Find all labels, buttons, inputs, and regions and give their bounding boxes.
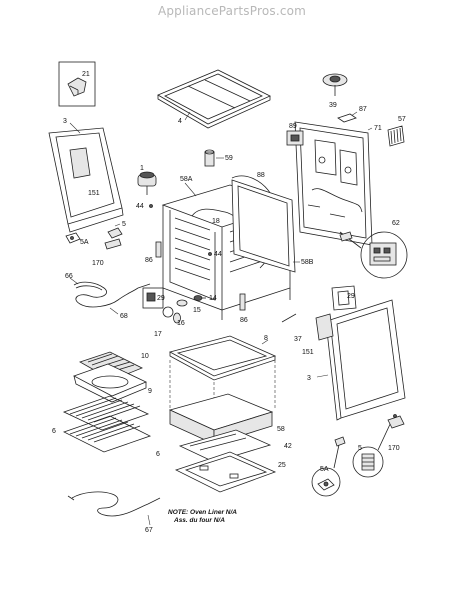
callout-58B: 58B [301, 259, 314, 266]
part-39-igniter [322, 73, 348, 96]
part-25-heat-shield [174, 451, 277, 493]
callout-6-left: 6 [52, 428, 56, 435]
callout-44-a: 44 [136, 203, 144, 210]
part-66-68-bake-element [73, 281, 151, 308]
part-58B-side-panel [231, 179, 296, 273]
part-62-control-inset [339, 231, 408, 279]
callout-58: 58 [277, 426, 285, 433]
part-42-bracket [178, 429, 272, 463]
part-5A-inset [311, 436, 346, 497]
part-170-right [387, 414, 405, 429]
callout-42: 42 [284, 443, 292, 450]
part-9-broil-pan [73, 363, 147, 403]
callout-5-left: 5 [122, 221, 126, 228]
part-37-screw [281, 313, 297, 323]
watermark: AppliancePartsPros.com [157, 4, 307, 18]
part-67-broil-element [67, 491, 161, 517]
part-16-light [173, 312, 181, 324]
callout-58A: 58A [180, 176, 193, 183]
callout-5A-right: 5A [320, 466, 329, 473]
callout-17: 17 [154, 331, 162, 338]
callout-4: 4 [178, 118, 182, 125]
callout-86-upper: 86 [145, 257, 153, 264]
callout-25: 25 [278, 462, 286, 469]
part-29-right [331, 285, 357, 311]
part-6-rack-lower [62, 415, 152, 453]
callout-57: 57 [398, 116, 406, 123]
part-21-inset [58, 61, 96, 107]
part-57-vent [387, 125, 405, 147]
part-62-connector [339, 231, 353, 242]
callout-9: 9 [148, 388, 152, 395]
callout-62: 62 [392, 220, 400, 227]
part-3-door-left [48, 127, 124, 233]
part-14-sensor [193, 295, 206, 301]
callout-151-left: 151 [88, 190, 100, 197]
callout-37: 37 [294, 336, 302, 343]
note-line-1: NOTE: Oven Liner N/A [168, 509, 237, 516]
part-17-grommet [162, 306, 174, 318]
callout-66: 66 [65, 273, 73, 280]
callout-6-right: 6 [156, 451, 160, 458]
part-29-left [142, 287, 164, 309]
callout-14: 14 [209, 295, 217, 302]
callout-3-right: 3 [307, 375, 311, 382]
part-170-left [104, 238, 122, 250]
part-5A-left [65, 232, 81, 244]
note-line-2: Ass. du four N/A [173, 517, 225, 524]
callout-68: 68 [120, 313, 128, 320]
part-8-oven-bottom [168, 335, 277, 381]
callout-15: 15 [193, 307, 201, 314]
part-6-rack-upper [62, 395, 150, 431]
callout-59: 59 [225, 155, 233, 162]
callout-39: 39 [329, 102, 337, 109]
callout-86-lower: 86 [240, 317, 248, 324]
callout-29-right: 29 [347, 293, 355, 300]
callout-3-top: 3 [63, 118, 67, 125]
callout-44-b: 44 [214, 251, 222, 258]
callout-18: 18 [212, 218, 220, 225]
callout-16: 16 [177, 320, 185, 327]
part-3-door-right [325, 299, 406, 421]
callout-8: 8 [264, 335, 268, 342]
part-5-left [107, 227, 123, 239]
part-5-inset [352, 419, 393, 478]
part-87-bracket [337, 113, 357, 123]
part-4-cooktop [157, 69, 271, 129]
part-44-screw-a [149, 204, 153, 208]
part-86-hinge-upper [155, 241, 162, 258]
callout-87: 87 [359, 106, 367, 113]
part-1-valve [137, 171, 157, 195]
callout-170-right: 170 [388, 445, 400, 452]
part-15-sensor-probe [176, 299, 188, 307]
callout-21: 21 [82, 71, 90, 78]
callout-5A-left: 5A [80, 239, 89, 246]
callout-1: 1 [140, 165, 144, 172]
callout-151-right: 151 [302, 349, 314, 356]
part-44-screw-b [208, 252, 212, 256]
callout-5-right: 5 [358, 445, 362, 452]
part-86-hinge-lower [239, 293, 246, 311]
callout-29-left: 29 [157, 295, 165, 302]
callout-67: 67 [145, 527, 153, 534]
part-59-plug [204, 149, 215, 167]
part-71-back-panel [294, 121, 373, 246]
callout-71: 71 [374, 125, 382, 132]
part-151-right [315, 313, 334, 341]
callout-170-left: 170 [92, 260, 104, 267]
callout-88: 88 [257, 172, 265, 179]
callout-10: 10 [141, 353, 149, 360]
part-89-bracket [286, 130, 304, 146]
callout-89: 89 [289, 123, 297, 130]
